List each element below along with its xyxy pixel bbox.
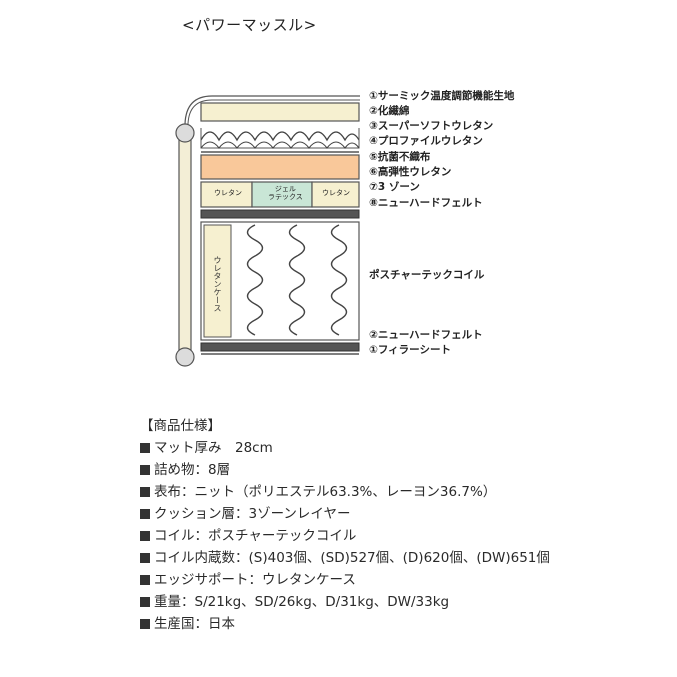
layer-label-2: ②化繊綿 [369,105,410,117]
zone-left-label: ウレタン [214,189,242,197]
layer-label-1: ①サーミック温度調節機能生地 [369,90,515,102]
spec-row-coil: コイル：ポスチャーテックコイル [140,525,550,547]
bullet-square-icon [140,465,150,475]
bullet-square-icon [140,575,150,585]
zone-right-urethane [311,181,360,208]
spec-row-origin: 生産国：日本 [140,613,550,635]
zone-center-label: ジェル ラテックス [268,185,303,202]
product-specs: 【商品仕様】 マット厚み 28cm 詰め物：8層 表布：ニット（ポリエステル63… [140,415,550,635]
layer-label-4: ④プロファイルウレタン [369,135,483,147]
layer-thermic-fabric [184,95,360,125]
spec-row-weight: 重量：S/21kg、SD/26kg、D/31kg、DW/33kg [140,591,550,613]
spec-heading: 【商品仕様】 [140,418,221,434]
bottom-label-felt: ②ニューハードフェルト [369,329,483,341]
bullet-square-icon [140,509,150,519]
layer-label-8: ⑧ニューハードフェルト [369,197,483,209]
zone-left-urethane [200,181,253,208]
spec-row-fabric: 表布：ニット（ポリエステル63.3%、レーヨン36.7%） [140,481,550,503]
bullet-square-icon [140,487,150,497]
frame-bottom-knob [175,347,195,367]
mattress-cross-section-diagram [175,95,360,367]
edge-urethane-case [203,224,232,338]
frame-rail [178,137,192,353]
pocket-coils [246,224,348,336]
spec-row-cushion: クッション層：3ゾーンレイヤー [140,503,550,525]
frame-top-knob [175,123,195,143]
layer-high-resilience-urethane [200,154,360,180]
layer-fiber-fill [200,102,360,122]
zone-right-label: ウレタン [322,189,350,197]
layer-profile-urethane [200,141,360,149]
layer-label-7: ⑦3 ゾーン [369,181,420,193]
page-title: <パワーマッスル> [182,16,317,34]
layer-new-hard-felt-bottom [200,342,360,352]
edge-case-label: ウレタンケース [213,256,222,312]
bullet-square-icon [140,619,150,629]
spec-row-coil-count: コイル内蔵数：(S)403個、(SD)527個、(D)620個、(DW)651個 [140,547,550,569]
spec-row-filling: 詰め物：8層 [140,459,550,481]
layer-new-hard-felt-top [200,209,360,219]
coil-3 [330,224,348,336]
layer-label-3: ③スーパーソフトウレタン [369,120,494,132]
layer-label-6: ⑥高弾性ウレタン [369,166,452,178]
layer-label-5: ⑤抗菌不織布 [369,151,431,163]
spec-row-thickness: マット厚み 28cm [140,437,550,459]
zone-center-gel-latex [251,181,313,208]
coil-label: ポスチャーテックコイル [369,269,485,281]
bullet-square-icon [140,531,150,541]
bullet-square-icon [140,597,150,607]
spec-row-edge-support: エッジサポート：ウレタンケース [140,569,550,591]
coil-1 [246,224,264,336]
coil-2 [288,224,306,336]
layer-super-soft-urethane [200,131,360,142]
bullet-square-icon [140,553,150,563]
bottom-label-filler: ①フィラーシート [369,344,451,356]
bullet-square-icon [140,443,150,453]
